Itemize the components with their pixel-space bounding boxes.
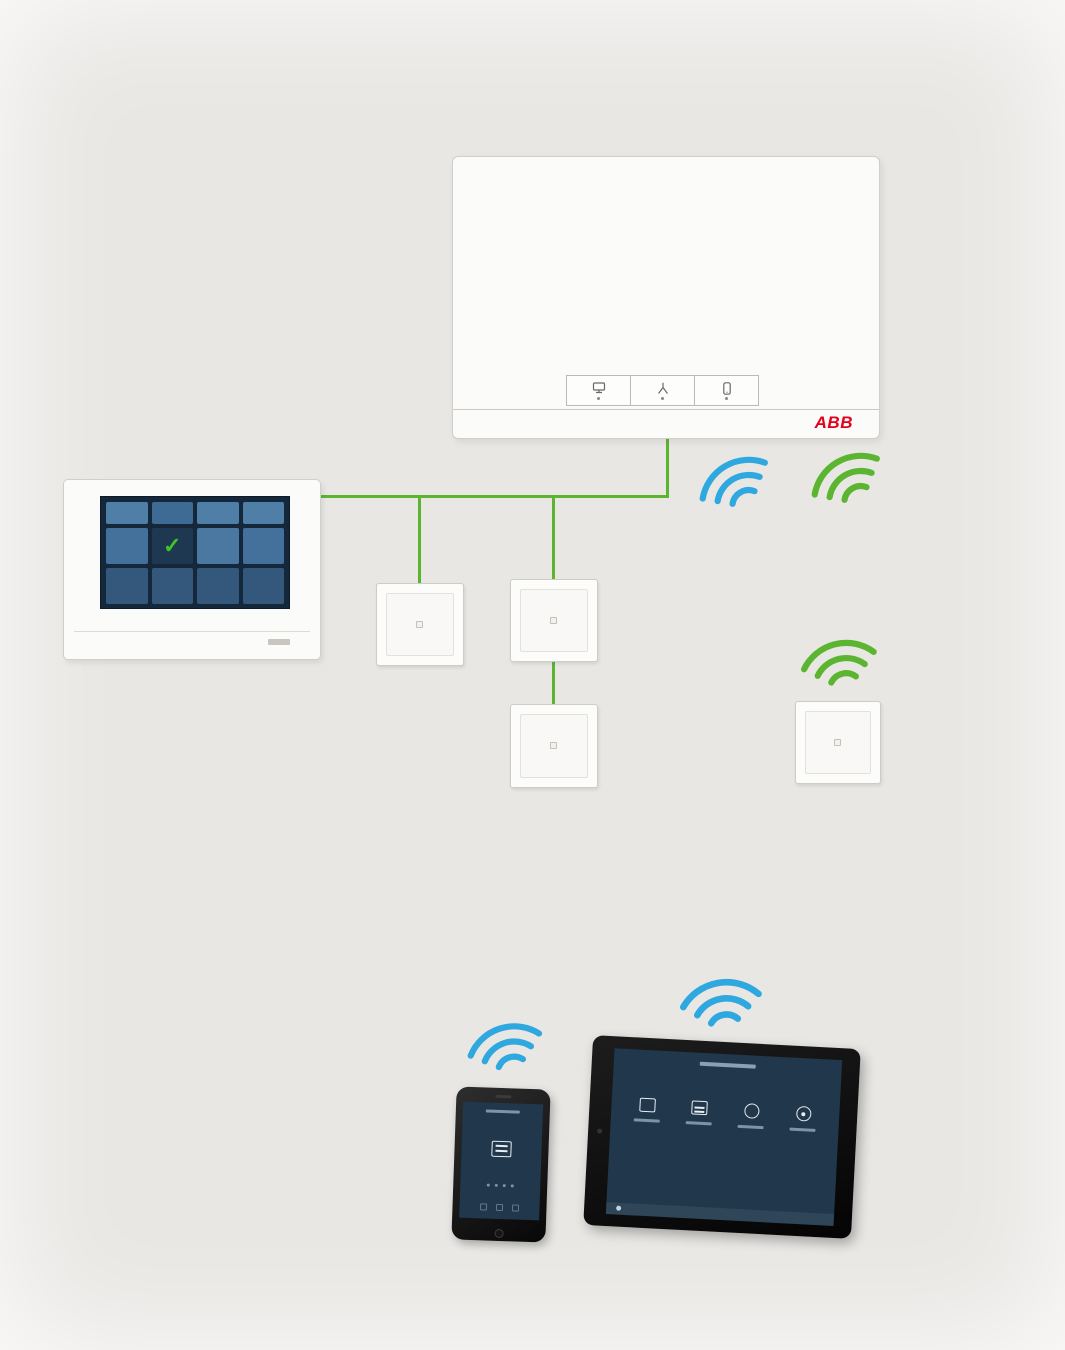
wifi-blue-icon-tablet	[667, 960, 775, 1042]
wifi-green-icon-wireless-switch	[787, 620, 891, 702]
lan-port	[566, 375, 631, 406]
bus-line-switch3-drop	[552, 660, 555, 706]
phone-pager-dots	[486, 1183, 514, 1188]
gateway-divider	[453, 409, 879, 410]
touch-panel-screen: ✓	[100, 496, 290, 609]
gateway-port-row	[566, 375, 759, 406]
panel-tile	[242, 502, 284, 524]
switch-mark-icon	[834, 738, 841, 746]
switch-rocker	[386, 593, 454, 656]
wifi-blue-icon-phone	[453, 1002, 558, 1089]
touch-panel: ✓	[63, 479, 321, 660]
bus-led	[661, 396, 664, 400]
bus-port	[630, 375, 695, 406]
system-access-point: ABB	[452, 156, 880, 439]
smartphone	[451, 1086, 551, 1243]
panel-tile	[197, 528, 239, 564]
panel-tile	[151, 568, 193, 604]
bus-line-gateway-drop	[666, 438, 669, 498]
wireless-switch	[795, 701, 881, 784]
lan-icon	[592, 381, 605, 393]
tablet-camera-dot	[597, 1127, 603, 1134]
phone-nav-icons	[479, 1203, 520, 1212]
panel-tile	[242, 568, 284, 604]
light-switch-2	[510, 579, 598, 662]
wifi-green-icon-gateway	[792, 428, 899, 526]
list-icon	[691, 1100, 708, 1116]
panel-groove	[74, 631, 310, 632]
light-switch-3	[510, 704, 598, 788]
panel-tile	[197, 568, 239, 604]
mobile-port	[694, 375, 759, 406]
tablet-app-item	[685, 1100, 713, 1126]
check-icon: ✓	[163, 533, 182, 558]
phone-app-card-icon	[491, 1140, 512, 1158]
phone-icon	[722, 381, 731, 395]
bus-line-switch2-drop	[552, 495, 555, 581]
settings-icon	[795, 1105, 812, 1122]
phone-speaker	[495, 1094, 512, 1099]
panel-tile	[106, 568, 148, 604]
switch-mark-icon	[416, 620, 423, 628]
panel-tile	[106, 528, 148, 564]
tablet-app-item	[789, 1105, 816, 1132]
tablet-screen-title-bar	[699, 1061, 756, 1069]
bus-y-icon	[657, 382, 668, 394]
panel-tile	[242, 528, 284, 564]
tablet-app-label-bar	[685, 1121, 712, 1126]
light-switch-1	[376, 583, 464, 666]
panel-tile	[106, 502, 148, 524]
tablet-app-label-bar	[737, 1124, 764, 1130]
bell-icon	[743, 1103, 760, 1119]
door-camera-icon	[639, 1097, 656, 1113]
abb-logo: ABB	[814, 413, 853, 432]
tablet-app-item	[737, 1103, 765, 1130]
tablet-app-label-bar	[633, 1118, 660, 1123]
switch-mark-icon	[550, 616, 557, 624]
mobile-led	[725, 396, 728, 400]
switch-mark-icon	[550, 742, 557, 749]
phone-screen-title-bar	[485, 1109, 520, 1114]
tablet-app-icon-row	[633, 1097, 817, 1132]
bus-line-horizontal	[318, 495, 669, 498]
tablet-bottom-bar	[605, 1202, 835, 1226]
phone-screen	[459, 1101, 544, 1221]
panel-tile	[151, 502, 193, 524]
panel-speaker-slot	[268, 639, 290, 645]
panel-tile-check: ✓	[151, 528, 193, 564]
tablet-screen	[605, 1048, 843, 1226]
bus-line-switch1-drop	[418, 495, 421, 585]
tablet-app-item	[633, 1097, 661, 1123]
phone-home-button	[493, 1228, 504, 1239]
tablet-app-label-bar	[789, 1127, 816, 1132]
panel-tile	[197, 502, 239, 524]
wifi-blue-icon-gateway	[680, 432, 787, 530]
tablet	[583, 1035, 861, 1239]
lan-led	[597, 396, 600, 400]
